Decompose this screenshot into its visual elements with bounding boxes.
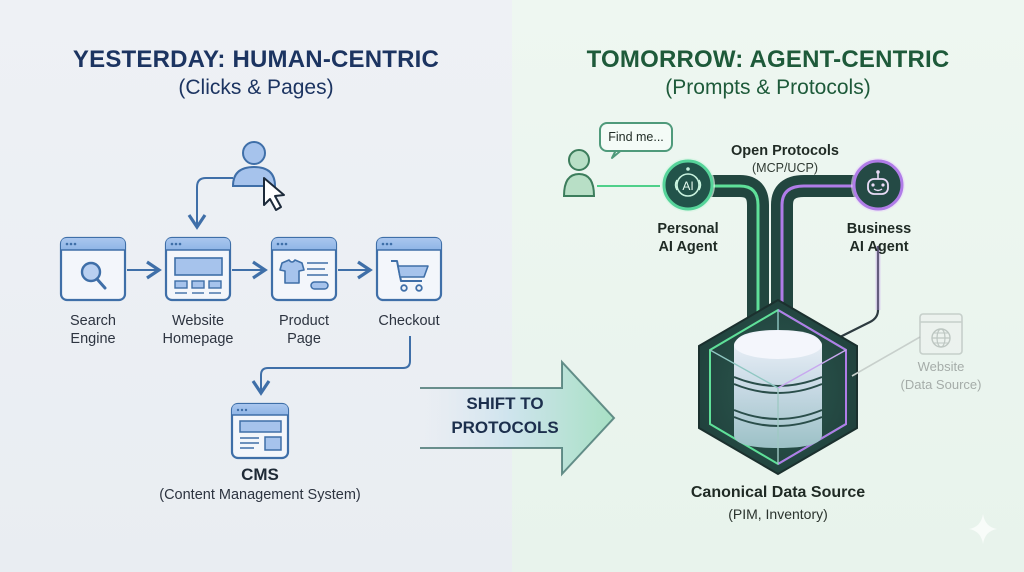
left-subtitle: (Clicks & Pages) bbox=[178, 76, 334, 99]
user-cursor-icon bbox=[231, 141, 285, 211]
canonical-data-source-node bbox=[698, 298, 858, 476]
right-subtitle: (Prompts & Protocols) bbox=[665, 76, 871, 99]
search-icon bbox=[80, 261, 107, 290]
right-title: TOMORROW: AGENT-CENTRIC bbox=[586, 46, 950, 73]
shift-line: PROTOCOLS bbox=[451, 418, 559, 437]
cms-title: CMS bbox=[241, 465, 279, 484]
step-label-checkout: Checkout bbox=[359, 312, 459, 330]
protocols-subtitle: (MCP/UCP) bbox=[752, 161, 818, 175]
personal-agent-node: AI bbox=[661, 158, 715, 212]
label-line: Business bbox=[846, 221, 912, 237]
label-line: AI Agent bbox=[658, 239, 718, 255]
label-line: Search bbox=[70, 313, 116, 329]
data-source-title: Canonical Data Source bbox=[690, 484, 866, 501]
product-page-icon bbox=[279, 259, 329, 290]
protocols-title: Open Protocols bbox=[731, 143, 839, 159]
cms-subtitle: (Content Management System) bbox=[159, 487, 361, 503]
label-line: Engine bbox=[70, 331, 116, 347]
label-line: Page bbox=[287, 331, 321, 347]
step-search-engine bbox=[59, 236, 127, 302]
label-line: Product bbox=[279, 313, 329, 329]
step-checkout bbox=[375, 236, 443, 302]
globe-window-icon bbox=[919, 313, 963, 355]
step-product-page bbox=[270, 236, 338, 302]
personal-agent-label: Personal AI Agent bbox=[638, 220, 738, 256]
data-source-subtitle: (PIM, Inventory) bbox=[728, 506, 828, 522]
label-line: Website bbox=[171, 313, 225, 329]
website-link bbox=[851, 336, 921, 377]
sparkle-icon bbox=[969, 514, 997, 544]
checkout-to-cms-arrow bbox=[251, 336, 411, 396]
shopping-cart-icon bbox=[391, 260, 429, 292]
step-label-search-engine: Search Engine bbox=[43, 312, 143, 348]
ai-agent-icon: AI bbox=[682, 179, 693, 193]
business-agent-node bbox=[851, 158, 905, 212]
label-line: Homepage bbox=[162, 331, 234, 347]
step-website-homepage bbox=[164, 236, 232, 302]
business-agent-label: Business AI Agent bbox=[829, 220, 929, 256]
step-label-website-homepage: Website Homepage bbox=[148, 312, 248, 348]
label-line: Personal bbox=[657, 221, 719, 237]
user-to-homepage-arrow bbox=[187, 177, 233, 230]
user-icon bbox=[562, 149, 596, 197]
label-line: Checkout bbox=[378, 313, 440, 329]
protocol-pipes bbox=[701, 175, 881, 343]
website-subtitle: (Data Source) bbox=[900, 377, 982, 392]
step-label-product-page: Product Page bbox=[254, 312, 354, 348]
robot-icon bbox=[867, 170, 889, 195]
left-title: YESTERDAY: HUMAN-CENTRIC bbox=[72, 46, 440, 73]
cms-window-icon bbox=[230, 402, 290, 460]
shift-line: SHIFT TO bbox=[466, 394, 544, 413]
prompt-bubble: Find me... bbox=[599, 122, 673, 152]
website-title: Website bbox=[917, 359, 965, 374]
website-layout-icon bbox=[174, 257, 223, 294]
shift-arrow-label: SHIFT TO PROTOCOLS bbox=[440, 392, 570, 440]
label-line: AI Agent bbox=[849, 239, 909, 255]
shift-arrow bbox=[420, 362, 614, 474]
